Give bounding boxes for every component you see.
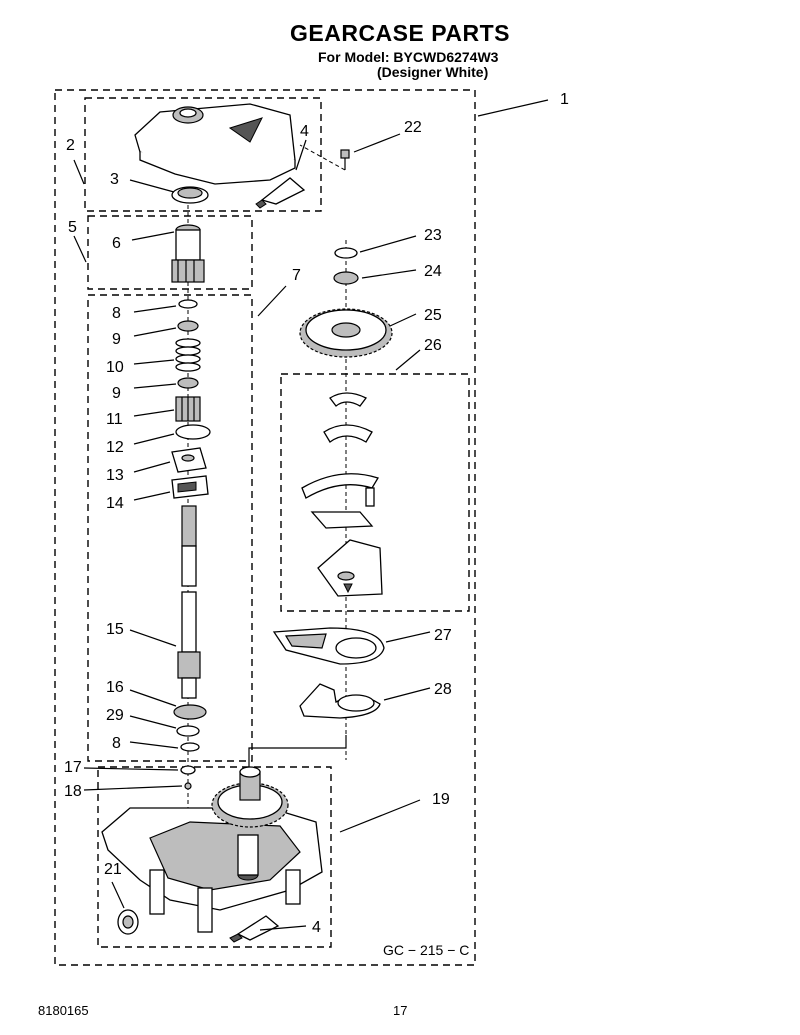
callout-24: 24 <box>424 263 442 280</box>
callout-3: 3 <box>110 171 119 188</box>
drawing-code: GC − 215 − C <box>383 942 469 958</box>
callout-4-top: 4 <box>300 123 309 140</box>
callout-8-bottom: 8 <box>112 735 121 752</box>
callout-15: 15 <box>106 621 124 638</box>
callout-18: 18 <box>64 783 82 800</box>
assembly-box-26 <box>280 373 470 612</box>
assembly-box-1 <box>54 89 476 966</box>
assembly-box-5 <box>87 215 253 290</box>
page-title: GEARCASE PARTS <box>290 20 510 46</box>
callout-11: 11 <box>106 411 123 428</box>
ring-23 <box>334 247 358 259</box>
callout-21: 21 <box>104 861 122 878</box>
bushing-16 <box>173 704 207 720</box>
callout-26: 26 <box>424 337 442 354</box>
callout-28: 28 <box>434 681 452 698</box>
callout-9-bottom: 9 <box>112 385 121 402</box>
callout-22: 22 <box>404 119 422 136</box>
seal-part <box>171 186 209 204</box>
callout-10: 10 <box>106 359 124 376</box>
callout-9-top: 9 <box>112 331 121 348</box>
grease-tube-bottom <box>229 915 280 943</box>
drive-gear-25 <box>299 308 393 358</box>
cam-13 <box>171 447 207 473</box>
ring-8-bottom <box>180 742 200 752</box>
callout-8-top: 8 <box>112 305 121 322</box>
main-gear <box>211 766 289 828</box>
seal-21 <box>117 909 139 935</box>
color-line: (Designer White) <box>377 64 489 80</box>
callout-1: 1 <box>560 91 569 108</box>
washer-24 <box>333 271 359 285</box>
callout-14: 14 <box>106 495 124 512</box>
doc-number: 8180165 <box>38 1003 89 1018</box>
callout-25: 25 <box>424 307 442 324</box>
grease-tube-top <box>255 177 306 209</box>
shift-assembly <box>301 392 383 597</box>
spring-10 <box>175 338 201 372</box>
assembly-box-2 <box>84 97 322 212</box>
callout-12: 12 <box>106 439 124 456</box>
screw-22 <box>299 144 350 171</box>
assembly-box-19 <box>97 766 332 948</box>
callout-4-bottom: 4 <box>312 919 321 936</box>
callout-13: 13 <box>106 467 124 484</box>
callout-2: 2 <box>66 137 75 154</box>
callout-5: 5 <box>68 219 77 236</box>
ball-18 <box>184 782 192 790</box>
shift-lever-27 <box>272 627 385 665</box>
ring-12 <box>175 424 211 440</box>
shift-fork-28 <box>299 683 381 719</box>
callout-23: 23 <box>424 227 442 244</box>
gearcase-housing <box>101 807 323 933</box>
connector-line <box>248 735 347 770</box>
bearing-17 <box>180 765 196 775</box>
cam-14 <box>171 475 209 499</box>
washer-29 <box>176 725 200 737</box>
agitator-shaft <box>177 505 201 699</box>
callout-6: 6 <box>112 235 121 252</box>
model-line: For Model: BYCWD6274W3 <box>318 49 499 65</box>
callout-17: 17 <box>64 759 82 776</box>
callout-29: 29 <box>106 707 124 724</box>
ring-8-top <box>178 299 198 309</box>
washer-9-top <box>177 320 199 332</box>
callout-7: 7 <box>292 267 301 284</box>
page-number: 17 <box>393 1003 408 1018</box>
washer-9-bottom <box>177 377 199 389</box>
leader-lines <box>73 99 549 931</box>
pinion-gear-11 <box>175 396 201 422</box>
callout-19: 19 <box>432 791 450 808</box>
gearcase-cover <box>134 103 296 185</box>
assembly-box-7 <box>87 294 253 762</box>
splined-hub <box>171 224 205 283</box>
callout-27: 27 <box>434 627 452 644</box>
callout-16: 16 <box>106 679 124 696</box>
